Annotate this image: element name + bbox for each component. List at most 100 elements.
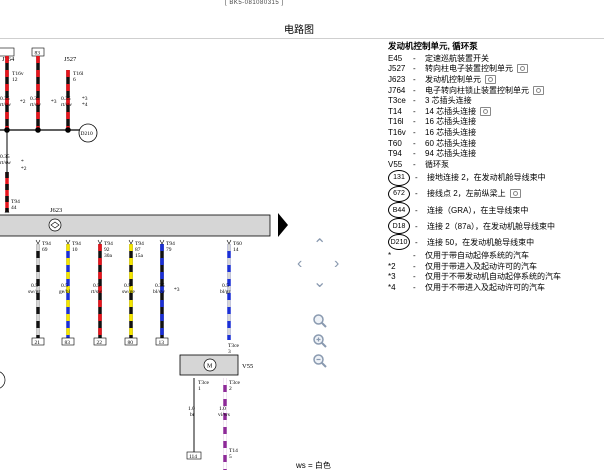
wire-label-mark: * (21, 159, 24, 165)
connector-t16v-pin: 12 (12, 77, 18, 83)
wire-label-mark: *3 (82, 96, 88, 102)
wire-label-color: rt/sw (30, 102, 41, 108)
zoom-out-icon[interactable] (312, 353, 328, 369)
zoom-in-icon[interactable] (312, 333, 328, 349)
svg-text:vi/ws: vi/ws (218, 412, 230, 418)
wire-label-mark: *2 (20, 99, 26, 105)
pump-motor-symbol (203, 358, 217, 372)
junction-node (65, 127, 71, 133)
splice-d210-label: D210 (81, 131, 93, 137)
svg-text:sw/ge: sw/ge (122, 289, 135, 295)
svg-text:M: M (207, 364, 213, 370)
svg-text:T60: T60 (233, 241, 242, 247)
legend-entry: J527-转向柱电子装置控制单元 (388, 64, 602, 75)
pin-wire-t94-69: T94 69 0.5 sw/gr 21 (28, 241, 51, 346)
svg-text:T94: T94 (166, 241, 175, 247)
wiring-diagram: J764 T16v 12 83 J527 T16l 6 0.35 rt/sw *… (0, 47, 288, 470)
header-divider (0, 38, 604, 39)
ref-box-83-top-text: 83 (35, 51, 41, 57)
svg-text:1: 1 (198, 386, 201, 392)
svg-text:sw/gr: sw/gr (28, 289, 40, 295)
upper-wire-group (5, 56, 70, 130)
svg-text:14: 14 (233, 247, 239, 253)
svg-text:5: 5 (229, 454, 232, 460)
wire-label-color: rt/sw (61, 102, 72, 108)
pin-wire-t94-79: T94 79 0.35 bl/sw *3 13 (153, 241, 180, 346)
svg-text:79: 79 (166, 247, 172, 253)
legend-circle-entry: 672-接线点 2，左前纵梁上 (388, 185, 602, 202)
wire-label-color: rt/sw (0, 160, 11, 166)
connector-t16l-label: T16l (73, 71, 84, 77)
svg-text:1.0: 1.0 (188, 406, 195, 412)
connector-t16v-label: T16v (12, 71, 24, 77)
legend-note: *-仅用于带自动起停系统的汽车 (388, 251, 529, 261)
legend-entry: J623-发动机控制单元 (388, 74, 602, 85)
svg-text:0.5: 0.5 (61, 283, 68, 289)
svg-text:bl/gr: bl/gr (220, 289, 231, 295)
svg-text:30a: 30a (104, 253, 113, 259)
svg-text:0.5: 0.5 (222, 283, 229, 289)
legend-note: *2-仅用于带进入及起动许可的汽车 (388, 261, 537, 271)
legend-circle-entry: 131-接地连接 2，在发动机舱导线束中 (388, 169, 602, 186)
svg-text:69: 69 (42, 247, 48, 253)
pan-down-icon[interactable]: ⌄ (313, 274, 327, 291)
svg-text:13: 13 (159, 340, 165, 346)
svg-text:T94: T94 (104, 241, 113, 247)
svg-text:T3ce: T3ce (229, 380, 241, 386)
svg-text:T94: T94 (72, 241, 81, 247)
component-j623-label: J623 (50, 207, 62, 214)
svg-text:bl/sw: bl/sw (153, 289, 165, 295)
svg-text:22: 22 (97, 340, 103, 346)
legend-entry: E45-定速巡航装置开关 (388, 53, 489, 63)
wire-label-mark: *3 (51, 99, 57, 105)
svg-text:T3ce: T3ce (228, 343, 240, 349)
component-j623-box (0, 214, 271, 237)
camera-icon[interactable] (517, 64, 528, 74)
pan-right-icon[interactable]: › (334, 255, 340, 272)
legend-note: *3-仅用于不带发动机自动起停系统的汽车 (388, 272, 561, 282)
pin-wire-t60-14: T60 14 0.5 bl/gr T3ce 3 (220, 241, 242, 355)
svg-text:15a: 15a (135, 253, 144, 259)
pin-wire-t94-87: T94 87 15a 0.5 sw/ge 80 (122, 241, 144, 346)
legend-entry: J764-电子转向柱锁止装置控制单元 (388, 85, 602, 96)
legend-circle-entry: D210-连接 50，在发动机舱导线束中 (388, 234, 602, 251)
pan-up-icon[interactable]: ⌃ (313, 237, 327, 254)
svg-text:3: 3 (228, 349, 231, 355)
page-title: 电路图 (284, 25, 314, 36)
svg-text:br: br (190, 412, 195, 418)
pin-wire-t94-92: T94 92 30a 0.5 rt/sw 22 (91, 241, 113, 346)
j623-symbol (48, 218, 62, 232)
legend-note: *4-仅用于不带进入及起动许可的汽车 (388, 283, 545, 293)
splice-d210 (78, 123, 98, 143)
zoom-fit-icon[interactable] (312, 313, 328, 329)
svg-text:114: 114 (189, 454, 197, 460)
camera-icon[interactable] (480, 106, 492, 116)
connector-t94-44-label: T94 (11, 199, 20, 205)
svg-text:1.0: 1.0 (219, 406, 226, 412)
svg-text:0.5: 0.5 (31, 283, 38, 289)
ground-symbol-partial (0, 371, 6, 389)
pin-wire-t94-10: T94 10 0.5 ge/bl 83 (59, 241, 81, 346)
svg-text:0.35: 0.35 (155, 283, 165, 289)
legend-entry: T16v-16 芯插头连接 (388, 127, 477, 137)
camera-icon[interactable] (485, 74, 496, 84)
legend-entry: T3ce-3 芯插头连接 (388, 96, 472, 106)
wire-label-size: 0.35 (0, 96, 10, 102)
camera-icon[interactable] (509, 189, 521, 199)
pan-left-icon[interactable]: ‹ (297, 255, 303, 272)
legend-panel: 发动机控制单元, 循环泵 E45-定速巡航装置开关 J527-转向柱电子装置控制… (388, 40, 602, 293)
svg-text:T94: T94 (42, 241, 51, 247)
connector-t16l-pin: 6 (73, 77, 76, 83)
svg-text:0.5: 0.5 (93, 283, 100, 289)
legend-circle-entry: B44-连接（GRA），在主导线束中 (388, 202, 602, 218)
document-code: [ BK5-081080315 ] (225, 0, 284, 6)
svg-text:T3ce: T3ce (198, 380, 210, 386)
color-key: ws = 白色 (296, 461, 331, 470)
legend-circle-entry: D18-连接 2（87a），在发动机舱导线束中 (388, 218, 602, 235)
camera-icon[interactable] (533, 85, 544, 95)
svg-text:92: 92 (104, 247, 110, 253)
expand-right-icon[interactable] (278, 213, 288, 237)
component-j764-box (0, 47, 15, 57)
svg-text:10: 10 (72, 247, 78, 253)
svg-text:*3: *3 (174, 287, 180, 293)
